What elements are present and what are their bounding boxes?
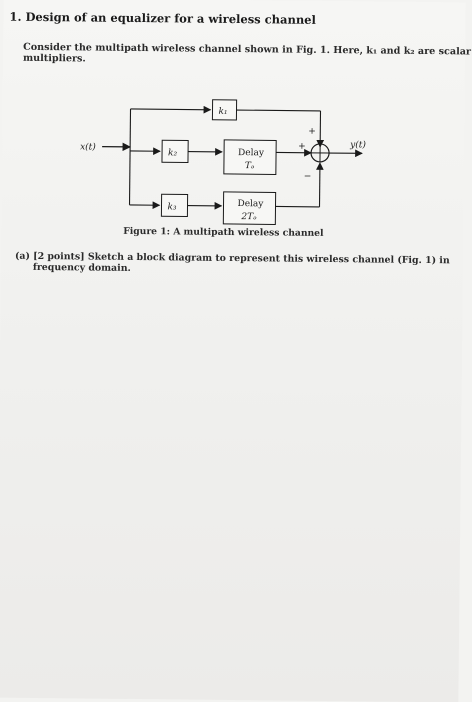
output-label: y(t) [349,139,366,150]
input-label: x(t) [80,141,96,152]
delay-2td-line2: 2Tₔ [240,212,257,222]
delay-2td-line1: Delay [237,199,264,209]
gain-k3-label: k₃ [167,202,177,212]
sum-sign-left: + [298,142,306,152]
multipath-block-diagram: x(t) k₁ k₂ Delay Tₔ + + − y(t) k₃ [71,92,393,245]
delay-td-line2: Tₔ [245,161,255,171]
split-line [130,109,131,205]
path-top-out [237,110,321,111]
delay-td-line1: Delay [238,148,265,158]
gain-k2-label: k₂ [168,148,178,158]
gain-k1-label: k₁ [218,107,227,117]
path-top-in [131,109,211,110]
question-a: (a) [2 points] Sketch a block diagram to… [15,251,455,278]
figure-caption: Figure 1: A multipath wireless channel [123,226,323,239]
problem-intro: Consider the multipath wireless channel … [23,42,461,69]
problem-heading: 1. Design of an equalizer for a wireless… [9,10,316,27]
sum-sign-bottom: − [304,172,312,182]
sum-sign-top: + [308,127,316,137]
